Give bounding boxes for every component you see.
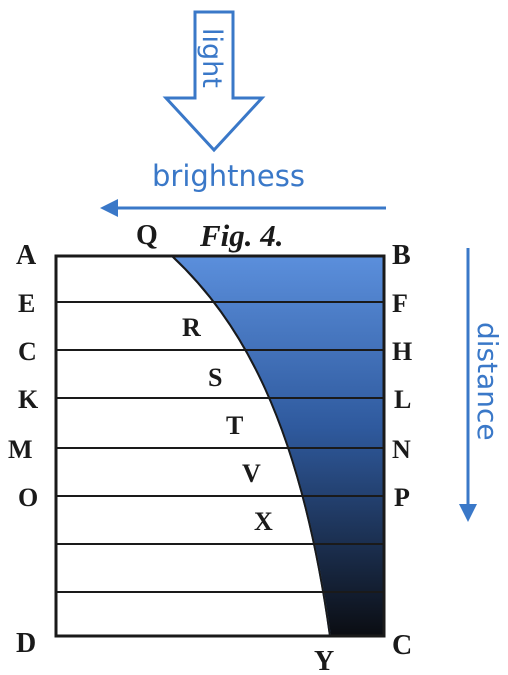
label-n: N — [392, 435, 411, 464]
label-c-left: C — [18, 337, 37, 366]
rectangle-abcd — [54, 254, 386, 638]
label-k: K — [18, 385, 39, 414]
label-m: M — [8, 435, 33, 464]
figure-title: Fig. 4. — [199, 218, 284, 253]
label-r: R — [182, 313, 201, 342]
label-t: T — [226, 411, 243, 440]
label-b: B — [392, 240, 411, 271]
distance-label: distance — [471, 322, 504, 441]
label-l: L — [394, 385, 411, 414]
label-v: V — [242, 459, 261, 488]
label-q: Q — [136, 220, 158, 251]
horizontal-lines — [56, 301, 384, 593]
label-s: S — [208, 363, 222, 392]
label-d: D — [16, 628, 36, 659]
label-o: O — [18, 483, 38, 512]
label-a: A — [16, 240, 37, 271]
light-label: light — [196, 28, 227, 88]
curve-qy — [171, 255, 331, 637]
shaded-region — [169, 255, 385, 637]
label-c-right: C — [392, 630, 412, 661]
label-x: X — [254, 507, 273, 536]
label-e: E — [18, 289, 35, 318]
label-f: F — [392, 289, 408, 318]
label-p: P — [394, 483, 410, 512]
label-y: Y — [314, 646, 334, 675]
distance-arrow-head — [459, 504, 477, 522]
brightness-arrow-head — [100, 199, 118, 217]
brightness-label: brightness — [152, 159, 305, 193]
light-arrow — [162, 10, 266, 153]
label-h: H — [392, 337, 412, 366]
